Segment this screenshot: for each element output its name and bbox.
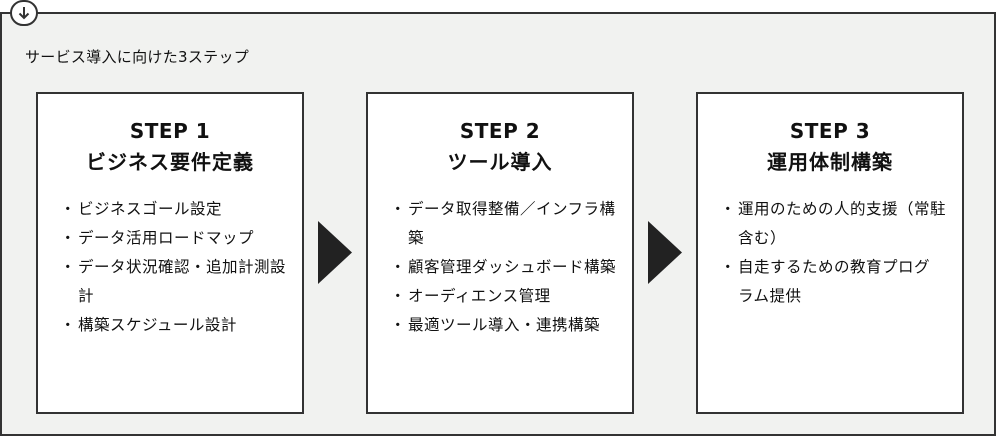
step-card-1: STEP 1 ビジネス要件定義 ビジネスゴール設定 データ活用ロードマップ デー… xyxy=(36,92,304,414)
step-item: データ活用ロードマップ xyxy=(60,224,286,253)
step-item: ビジネスゴール設定 xyxy=(60,195,286,224)
step-item: 自走するための教育プログラム提供 xyxy=(720,253,946,311)
arrow-right-icon xyxy=(648,221,682,284)
step-items: 運用のための人的支援（常駐含む） 自走するための教育プログラム提供 xyxy=(720,195,946,311)
step-item: 構築スケジュール設計 xyxy=(60,311,286,340)
step-title: ツール導入 xyxy=(447,150,553,174)
step-item: データ取得整備／インフラ構築 xyxy=(390,195,616,253)
step-items: ビジネスゴール設定 データ活用ロードマップ データ状況確認・追加計測設計 構築ス… xyxy=(60,195,286,340)
step-item: 運用のための人的支援（常駐含む） xyxy=(720,195,946,253)
step-items: データ取得整備／インフラ構築 顧客管理ダッシュボード構築 オーディエンス管理 最… xyxy=(390,195,616,340)
step-card-3: STEP 3 運用体制構築 運用のための人的支援（常駐含む） 自走するための教育… xyxy=(696,92,964,414)
step-card-2: STEP 2 ツール導入 データ取得整備／インフラ構築 顧客管理ダッシュボード構… xyxy=(366,92,634,414)
step-label: STEP 1 xyxy=(129,119,211,143)
diagram-heading: サービス導入に向けた3ステップ xyxy=(25,48,250,66)
step-item: オーディエンス管理 xyxy=(390,282,616,311)
step-item: 最適ツール導入・連携構築 xyxy=(390,311,616,340)
step-item: データ状況確認・追加計測設計 xyxy=(60,253,286,311)
step-title: ビジネス要件定義 xyxy=(86,150,254,174)
arrow-right-icon xyxy=(318,221,352,284)
step-label: STEP 2 xyxy=(459,119,541,143)
step-label: STEP 3 xyxy=(789,119,871,143)
badge xyxy=(10,0,38,26)
step-title: 運用体制構築 xyxy=(767,150,893,174)
down-arrow-icon xyxy=(18,7,30,20)
step-item: 顧客管理ダッシュボード構築 xyxy=(390,253,616,282)
